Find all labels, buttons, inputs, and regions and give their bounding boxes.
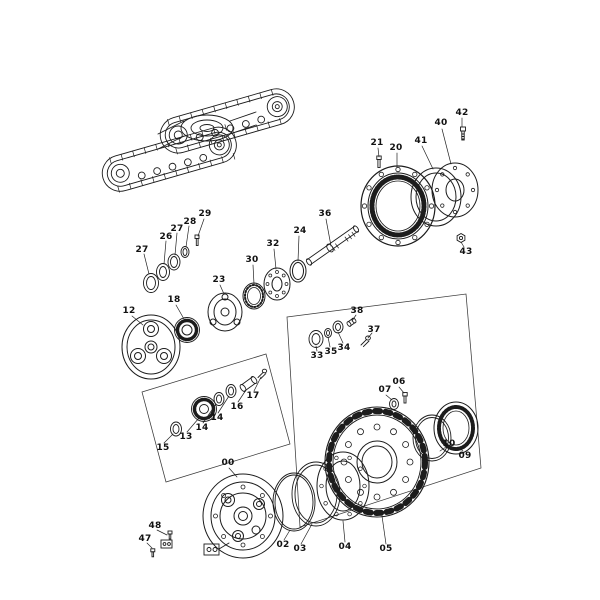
leader-lines [131, 117, 465, 549]
cover-04 [316, 451, 370, 521]
pin-38 [346, 317, 357, 327]
bolt-47 [150, 548, 156, 558]
shaft-36 [305, 225, 360, 266]
ring-10 [412, 414, 452, 462]
washer-set-26-29 [143, 234, 200, 293]
travel-motor-00 [202, 473, 284, 559]
bolt-06 [402, 392, 408, 404]
bolt-21 [376, 155, 382, 168]
washer-24 [289, 259, 307, 283]
small-parts-33-38 [308, 317, 371, 348]
crawler-illustration [101, 88, 295, 193]
plate-32 [263, 267, 291, 301]
washer-07 [389, 398, 399, 410]
valve-block [203, 542, 230, 556]
ring-03 [291, 461, 341, 527]
bearing-30 [242, 282, 266, 310]
crawler-track-rear [159, 88, 295, 155]
planet-gear-set-13-17 [170, 368, 268, 437]
nut-43 [456, 232, 466, 244]
oring-02 [272, 472, 316, 532]
pin-16 [239, 376, 258, 392]
group-box-right [286, 293, 482, 528]
gear-18 [174, 317, 200, 343]
sprocket-cluster [272, 392, 479, 532]
ring-gear-cluster [360, 126, 479, 247]
sprocket-05 [324, 406, 430, 518]
bolt-37 [360, 335, 371, 348]
bolt-29 [194, 234, 200, 246]
bolt-42 [460, 126, 466, 141]
crawler-center-frame [157, 111, 257, 150]
planetary-mid-cluster [121, 225, 360, 380]
group-box-lower-left [141, 353, 291, 483]
fitting-47-48 [150, 530, 173, 558]
carrier-23 [207, 292, 243, 332]
ring-gear-09 [433, 401, 479, 455]
bolt-17 [257, 368, 268, 380]
bolt-48 [167, 530, 173, 540]
carrier-12 [121, 314, 181, 380]
crawler-track-front [101, 124, 237, 193]
group-boxes [141, 293, 482, 528]
